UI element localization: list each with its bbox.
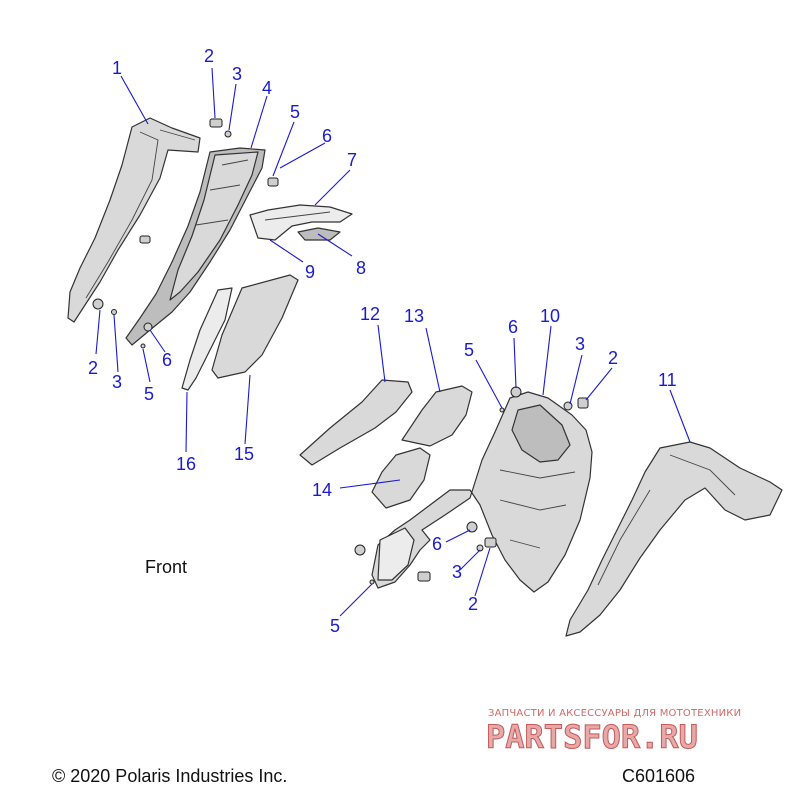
callout-6: 6 [432, 534, 442, 554]
callout-2: 2 [468, 594, 478, 614]
part-14-pad [371, 447, 431, 509]
callout-1: 1 [112, 58, 122, 78]
part-15-pad [211, 274, 299, 379]
part-12-side-pad [299, 379, 413, 466]
callout-13: 13 [404, 306, 424, 326]
callout-3: 3 [112, 372, 122, 392]
part-10-front-shroud [371, 391, 593, 593]
callout-14: 14 [312, 480, 332, 500]
part-1-side-panel [67, 117, 201, 323]
watermark-logo: PARTSFOR.RU [486, 718, 698, 756]
hardware-left [92, 118, 279, 349]
callout-3: 3 [452, 562, 462, 582]
front-label: Front [145, 557, 187, 577]
leader-lines [95, 67, 691, 617]
callout-9: 9 [305, 262, 315, 282]
callout-7: 7 [347, 150, 357, 170]
callout-3: 3 [575, 334, 585, 354]
callout-6: 6 [322, 126, 332, 146]
callout-5: 5 [330, 616, 340, 636]
diagram-code: C601606 [622, 766, 695, 786]
callout-3: 3 [232, 64, 242, 84]
watermark: ЗАПЧАСТИ И АКСЕССУАРЫ ДЛЯ МОТОТЕХНИКИ PA… [486, 708, 742, 757]
copyright-text: © 2020 Polaris Industries Inc. [52, 766, 287, 786]
callout-2: 2 [608, 348, 618, 368]
callout-5: 5 [144, 384, 154, 404]
part-16-trim-strip [181, 287, 233, 391]
part-11-right-panel [565, 441, 783, 637]
watermark-tagline: ЗАПЧАСТИ И АКСЕССУАРЫ ДЛЯ МОТОТЕХНИКИ [488, 708, 741, 719]
part-7-8-brackets [249, 204, 353, 241]
callout-6: 6 [162, 350, 172, 370]
callout-labels: 1 2 3 4 5 6 7 8 9 2 3 6 5 16 15 12 13 5 … [88, 46, 677, 636]
callout-8: 8 [356, 258, 366, 278]
part-4-inner-panel [125, 147, 266, 346]
part-13-pad [401, 385, 473, 447]
callout-5: 5 [290, 102, 300, 122]
callout-2: 2 [88, 358, 98, 378]
callout-11: 11 [658, 370, 677, 390]
callout-16: 16 [176, 454, 196, 474]
hardware-center [354, 386, 589, 585]
callout-5: 5 [464, 340, 474, 360]
callout-10: 10 [540, 306, 560, 326]
callout-6: 6 [508, 317, 518, 337]
callout-2: 2 [204, 46, 214, 66]
callout-15: 15 [234, 444, 254, 464]
callout-12: 12 [360, 304, 380, 324]
callout-4: 4 [262, 78, 272, 98]
